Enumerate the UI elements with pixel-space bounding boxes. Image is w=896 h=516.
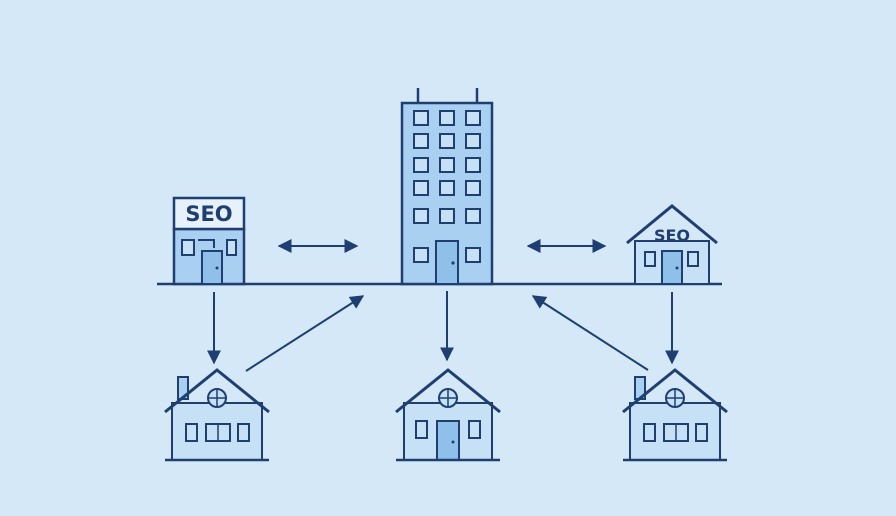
house-icon-bottom-center bbox=[395, 368, 501, 462]
arrow-house-to-tower-left bbox=[245, 295, 365, 372]
shop-sign-text: SEO bbox=[185, 202, 232, 226]
office-tower-icon bbox=[400, 88, 494, 286]
house-sign-text: SEO bbox=[654, 226, 690, 245]
seo-house-icon bbox=[626, 204, 718, 285]
house-icon-bottom-right bbox=[622, 368, 728, 462]
seo-storefront-icon bbox=[172, 196, 246, 286]
arrow-house-to-tower-right bbox=[531, 295, 649, 371]
house-icon-bottom-left bbox=[164, 368, 270, 462]
